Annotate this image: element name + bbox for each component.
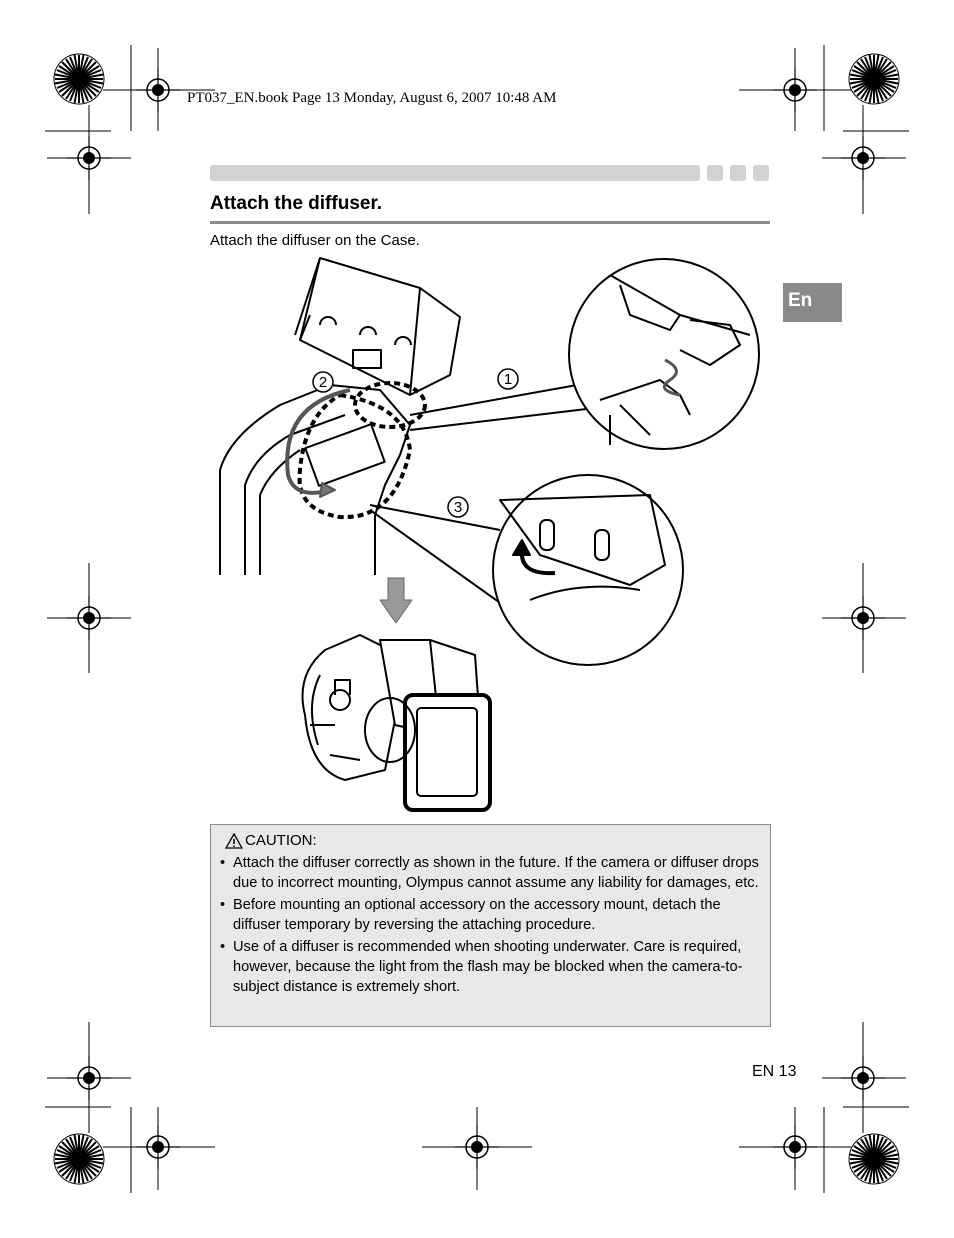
section-bar-square: [753, 165, 769, 181]
caution-item: Attach the diffuser correctly as shown i…: [219, 853, 760, 893]
print-header: PT037_EN.book Page 13 Monday, August 6, …: [187, 90, 557, 106]
caution-title-row: CAUTION:: [225, 832, 760, 849]
section-heading: Attach the diffuser.: [210, 193, 383, 214]
section-bar: [210, 165, 700, 181]
section-bar-square: [730, 165, 746, 181]
diffuser-illustration: 1 2 3: [219, 257, 760, 812]
section-bar-square: [707, 165, 723, 181]
step-label: 1: [504, 371, 512, 388]
caution-title: CAUTION:: [245, 832, 317, 849]
instruction-text: Attach the diffuser on the Case.: [210, 232, 420, 249]
caution-item: Before mounting an optional accessory on…: [219, 895, 760, 935]
page-number: EN 13: [752, 1063, 797, 1080]
caution-item: Use of a diffuser is recommended when sh…: [219, 937, 760, 997]
step-label: 3: [454, 499, 462, 516]
caution-list: Attach the diffuser correctly as shown i…: [219, 853, 760, 997]
heading-rule: [210, 221, 770, 224]
language-tab: En: [783, 283, 842, 322]
caution-box: CAUTION: Attach the diffuser correctly a…: [210, 824, 771, 1027]
warning-icon: [225, 832, 243, 849]
step-label: 2: [319, 374, 327, 391]
